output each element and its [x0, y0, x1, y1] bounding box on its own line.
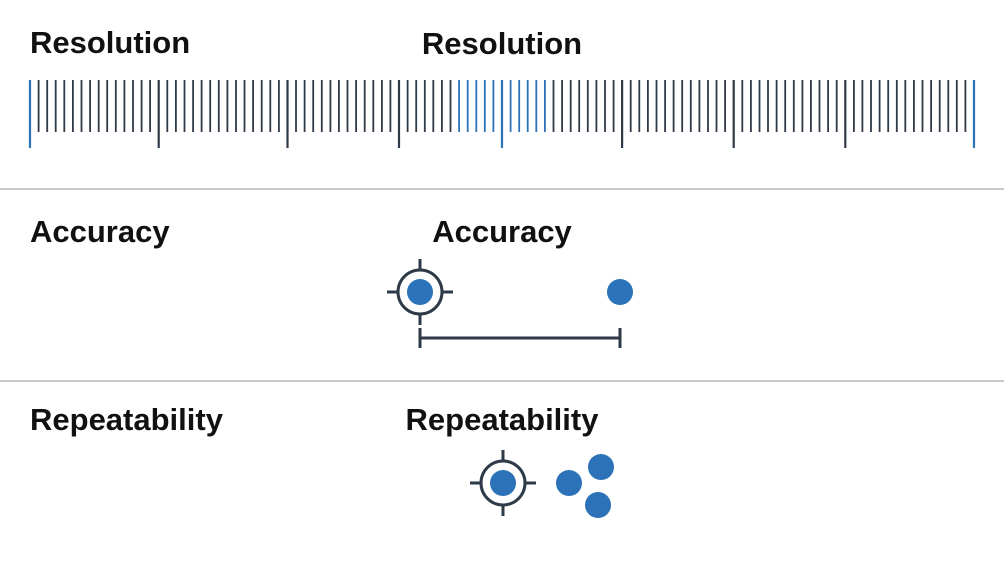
accuracy-measured-point	[607, 279, 633, 305]
resolution-left-label: Resolution	[30, 25, 191, 60]
repeatability-left-label: Repeatability	[30, 402, 223, 437]
accuracy-offset-bracket	[418, 328, 622, 348]
repeatability-point	[588, 454, 614, 480]
repeatability-point	[585, 492, 611, 518]
accuracy-center-label: Accuracy	[432, 214, 572, 249]
resolution-ruler-scale	[28, 80, 976, 148]
section-divider	[0, 380, 1004, 382]
section-divider	[0, 188, 1004, 190]
accuracy-left-label: Accuracy	[30, 214, 170, 249]
repeatability-target-icon	[470, 450, 536, 516]
accuracy-target-icon	[387, 259, 453, 325]
repeatability-point	[556, 470, 582, 496]
repeatability-center-label: Repeatability	[405, 402, 599, 437]
resolution-center-label: Resolution	[421, 26, 583, 61]
